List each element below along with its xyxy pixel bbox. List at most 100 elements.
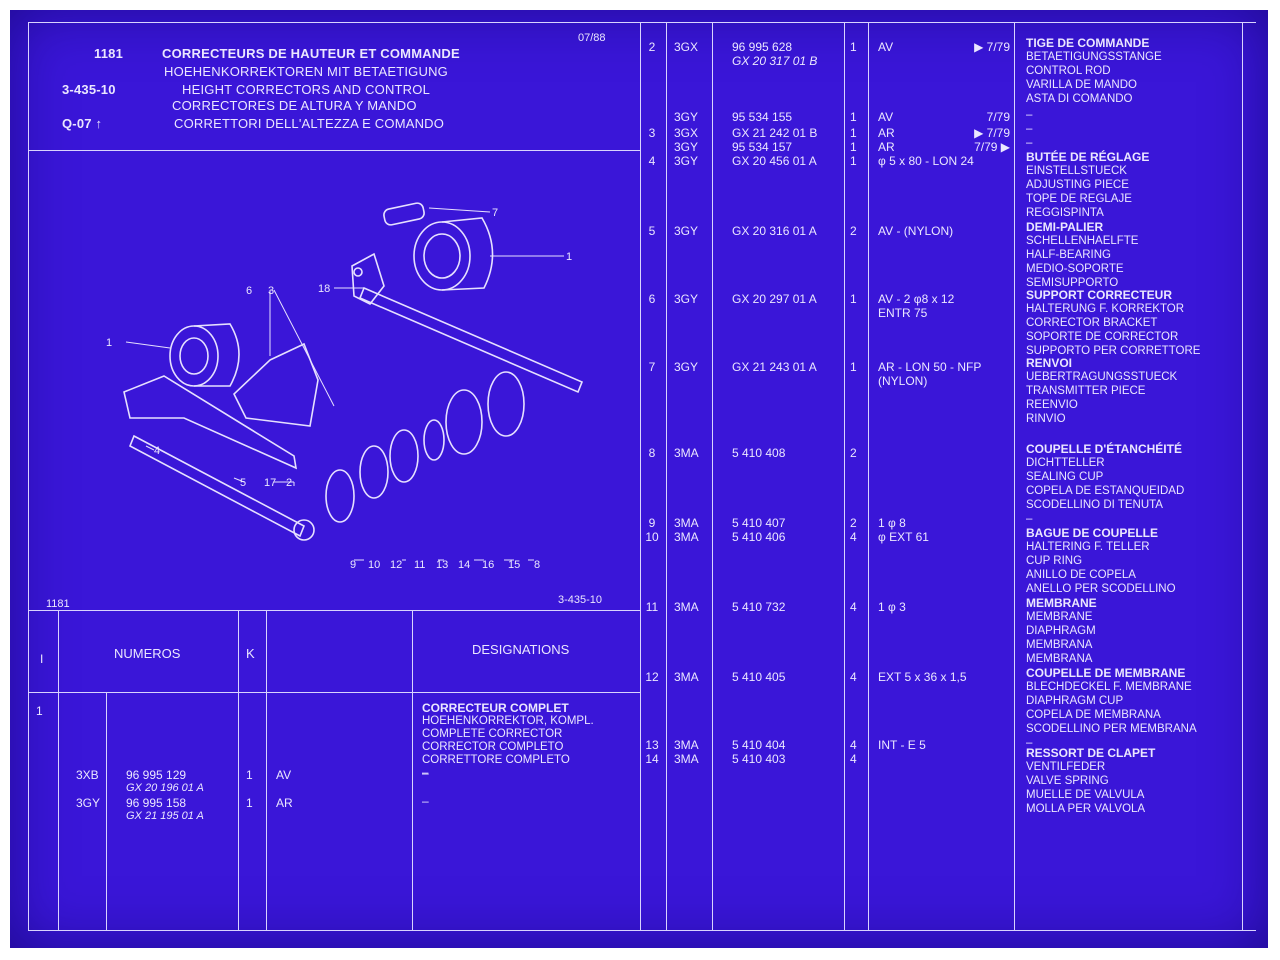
part-qty: 1 [850,140,857,154]
part-number: 5 410 406 [732,530,786,544]
item1-row2-alt: GX 21 195 01 A [126,810,204,822]
item1-row2-dash: – [422,794,429,808]
header-date: 07/88 [578,32,606,44]
item1-row1-qty: 1 [246,768,253,782]
part-note-2: (NYLON) [878,374,928,388]
part-qty: 1 [850,360,857,374]
part-index: 11 [645,600,659,614]
item1-row2-code: 3GY [76,796,101,810]
header-title-de: HOEHENKORREKTOREN MIT BETAETIGUNG [164,64,448,79]
frame-bottom [28,930,1256,931]
exploded-drawing: 1 7 18 6 3 1 4 5 17 2 9 10 12 11 13 14 1… [106,202,584,571]
stack-cup-4 [423,419,445,461]
part-qty: 4 [850,530,857,544]
part-note: AV - (NYLON) [878,224,954,238]
part-index: 13 [645,738,659,752]
callout-11: 11 [414,559,425,571]
callout-6: 6 [246,285,252,297]
part-code: 3GY [674,140,699,154]
callout-18: 18 [318,283,330,295]
part-number: GX 20 297 01 A [732,292,817,306]
part-code: 3GY [674,360,699,374]
col-divider-right-5 [1014,22,1015,930]
part-note: AR [878,126,895,140]
callout-2: 2 [286,477,292,489]
lever-arm [123,375,298,470]
header-divider [28,150,640,151]
stack-cup-6 [487,371,525,437]
rod-bracket [351,252,385,306]
lower-rod [128,434,306,538]
part-note: INT - E 5 [878,738,926,752]
part-code: 3MA [674,600,699,614]
corrector-left-inner [179,337,209,375]
part-number: 5 410 408 [732,446,786,460]
header-title-fr: CORRECTEURS DE HAUTEUR ET COMMANDE [162,46,460,61]
header-title-es: CORRECTORES DE ALTURA Y MANDO [172,98,417,113]
part-index: 7 [648,360,656,374]
part-number: GX 21 242 01 B [732,126,818,140]
col-divider-right-1 [666,22,667,930]
frame-left [28,22,29,930]
part-code: 3MA [674,516,699,530]
drawing-divider [28,610,640,611]
col-designations-header: DESIGNATIONS [472,642,570,657]
part-index: 5 [648,224,656,238]
part-note: φ EXT 61 [878,530,929,544]
part-validity-mark: 7/79 ▶ [974,140,1010,154]
part-qty: 4 [850,600,857,614]
col-divider-4 [412,610,413,930]
part-note: AV [878,110,894,124]
part-index: 8 [648,446,656,460]
arrow-up-icon: ↑ [95,116,103,131]
item1-row2-qty: 1 [246,796,253,810]
callout-1-top: 1 [566,251,572,263]
part-index: 4 [648,154,656,168]
part-qty: 1 [850,126,857,140]
part-qty: 4 [850,670,857,684]
stack-cup-5 [445,389,483,455]
stack-cup-1 [325,469,355,523]
corrector-top-plate [383,202,425,226]
corrector-left-face [169,325,219,387]
callout-5: 5 [240,477,246,489]
item1-designation: CORRECTEUR COMPLET HOEHENKORREKTOR, KOMP… [422,701,594,780]
item1-row2-number: 96 995 158 [126,796,187,810]
part-number: GX 20 316 01 A [732,224,817,238]
part-note: φ 5 x 80 - LON 24 [878,154,974,168]
callout-10: 10 [368,559,380,571]
callout-7: 7 [492,207,498,219]
part-note: AR - LON 50 - NFP [878,360,982,374]
item1-row1-alt: GX 20 196 01 A [126,782,204,794]
drawing-ref-left: 1181 [46,598,70,610]
item1-index: 1 [36,704,43,718]
part-note: 1 φ 8 [878,516,906,530]
header-title-en: HEIGHT CORRECTORS AND CONTROL [182,82,431,97]
part-qty: 2 [850,516,857,530]
part-note: AV [878,40,894,54]
drawing-ref-right: 3-435-10 [558,594,603,606]
header-title-it: CORRETTORI DELL'ALTEZZA E COMANDO [174,116,445,131]
col-divider-1 [58,610,59,930]
callout-12: 12 [390,559,402,571]
callout-17: 17 [264,477,276,489]
corrector-top-face [413,221,471,291]
item1-row1-code: 3XB [76,768,99,782]
part-code: 3GX [674,40,699,54]
callout-3: 3 [268,285,274,297]
part-number: 5 410 407 [732,516,786,530]
part-number: 96 995 628 [732,40,793,54]
item1-row2-note: AR [276,796,293,810]
rod-pin [353,267,363,277]
catalogue-sheet: 1181 3-435-10 Q-07 ↑ 07/88 CORRECTEURS D… [10,10,1268,948]
part-index: 12 [645,670,659,684]
table-header-divider [28,692,640,693]
item1-row1-dash: – [422,766,429,780]
part-validity-mark: ▶ 7/79 [974,126,1010,140]
